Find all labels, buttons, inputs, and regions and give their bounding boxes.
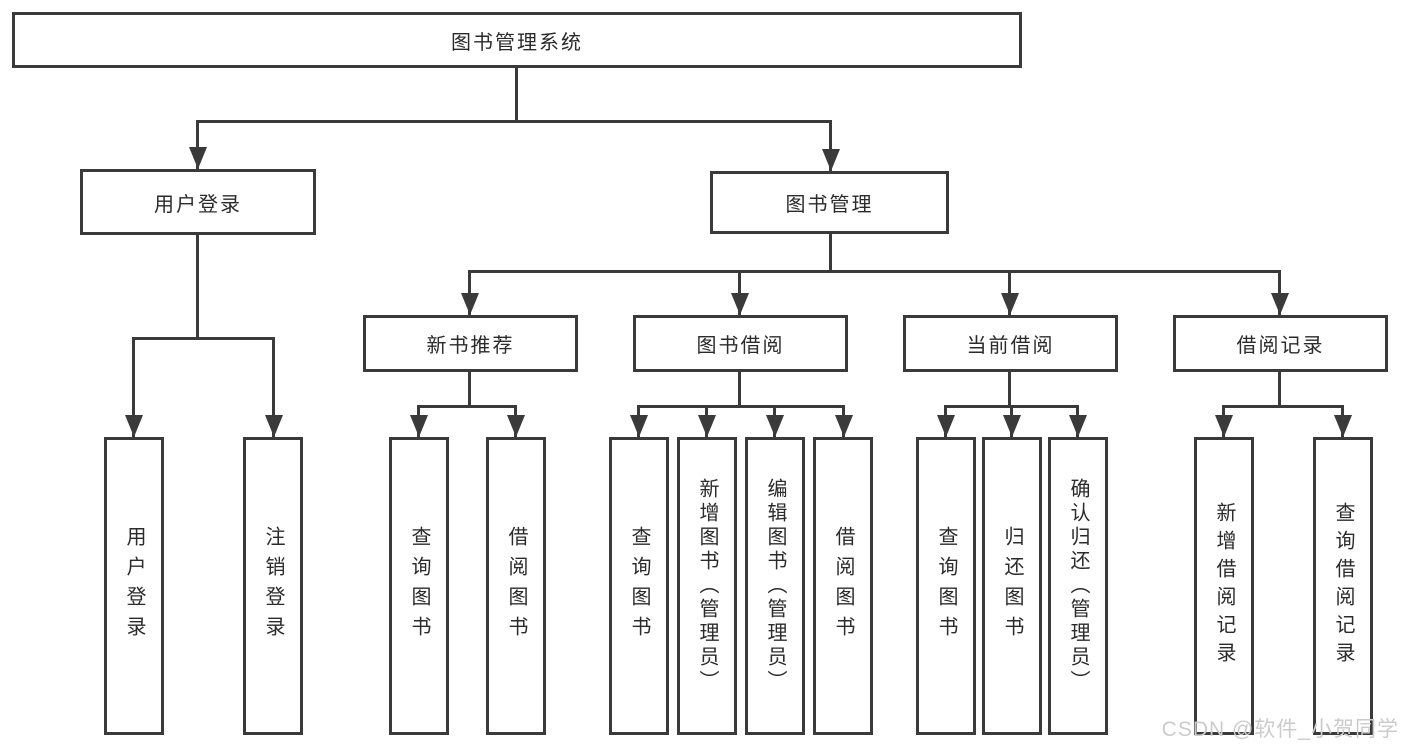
- node-label: 查询借阅记录: [1332, 502, 1354, 670]
- leaf-query-borrow-record: 查询借阅记录: [1313, 437, 1373, 735]
- arrowhead-down-icon: [821, 120, 840, 171]
- node-label: 确认归还（管理员）: [1067, 478, 1089, 694]
- arrowhead-down-icon: [765, 405, 784, 437]
- node-label: 用户登录: [123, 526, 145, 646]
- leaf-logout: 注销登录: [243, 437, 303, 735]
- node-book-borrowing: 图书借阅: [633, 315, 848, 372]
- arrowhead-down-icon: [506, 405, 525, 437]
- arrowhead-down-icon: [264, 337, 283, 437]
- connector-line: [738, 372, 741, 405]
- leaf-query-books: 查询图书: [609, 437, 669, 735]
- node-label: 编辑图书（管理员）: [764, 478, 786, 694]
- node-book-management: 图书管理: [710, 171, 949, 234]
- connector-line: [1008, 372, 1011, 405]
- node-label: 注销登录: [262, 526, 284, 646]
- arrowhead-down-icon: [629, 405, 648, 437]
- arrowhead-down-icon: [697, 405, 716, 437]
- arrowhead-down-icon: [188, 120, 207, 169]
- node-label: 新增借阅记录: [1213, 502, 1235, 670]
- leaf-borrow-books: 借阅图书: [486, 437, 546, 735]
- connector-line: [829, 234, 832, 270]
- connector-line: [637, 405, 844, 408]
- node-borrowing-records: 借阅记录: [1173, 315, 1388, 372]
- node-label: 当前借阅: [966, 335, 1055, 357]
- node-label: 归还图书: [1001, 526, 1023, 646]
- arrowhead-down-icon: [834, 405, 853, 437]
- leaf-query-books: 查询图书: [389, 437, 449, 735]
- arrowhead-down-icon: [936, 405, 955, 437]
- arrowhead-down-icon: [1270, 270, 1289, 315]
- arrowhead-down-icon: [124, 337, 143, 437]
- arrowhead-down-icon: [1214, 405, 1233, 437]
- node-label: 新书推荐: [426, 335, 515, 357]
- node-label: 查询图书: [628, 526, 650, 646]
- node-label: 查询图书: [408, 526, 430, 646]
- arrowhead-down-icon: [1333, 405, 1352, 437]
- node-label: 借阅图书: [832, 526, 854, 646]
- connector-line: [515, 68, 518, 120]
- node-label: 用户登录: [154, 193, 242, 216]
- connector-line: [196, 120, 831, 123]
- node-label: 查询图书: [935, 526, 957, 646]
- arrowhead-down-icon: [460, 270, 479, 315]
- connector-line: [468, 372, 471, 405]
- arrowhead-down-icon: [1002, 405, 1021, 437]
- arrowhead-down-icon: [409, 405, 428, 437]
- node-user-login: 用户登录: [80, 169, 316, 235]
- leaf-query-books: 查询图书: [916, 437, 976, 735]
- node-label: 图书管理系统: [451, 31, 583, 54]
- leaf-borrow-books: 借阅图书: [813, 437, 873, 735]
- connector-line: [418, 405, 517, 408]
- connector-line: [132, 337, 274, 340]
- connector-line: [1222, 405, 1344, 408]
- leaf-edit-books-admin: 编辑图书（管理员）: [745, 437, 805, 735]
- node-new-book-recommendation: 新书推荐: [363, 315, 578, 372]
- node-label: 图书管理: [785, 194, 874, 216]
- leaf-confirm-return-admin: 确认归还（管理员）: [1048, 437, 1108, 735]
- node-current-borrowing: 当前借阅: [903, 315, 1118, 372]
- connector-line: [1278, 372, 1281, 405]
- leaf-add-borrow-record: 新增借阅记录: [1194, 437, 1254, 735]
- arrowhead-down-icon: [1000, 270, 1019, 315]
- csdn-watermark: CSDN @软件_小贺同学: [1161, 718, 1399, 741]
- leaf-add-books-admin: 新增图书（管理员）: [677, 437, 737, 735]
- node-label: 借阅图书: [505, 526, 527, 646]
- leaf-return-books: 归还图书: [982, 437, 1042, 735]
- connector-line: [196, 235, 199, 337]
- connector-line: [469, 270, 1281, 273]
- arrowhead-down-icon: [1068, 405, 1087, 437]
- arrowhead-down-icon: [730, 270, 749, 315]
- node-label: 借阅记录: [1236, 335, 1325, 357]
- node-label: 图书借阅: [696, 335, 785, 357]
- node-label: 新增图书（管理员）: [696, 478, 718, 694]
- node-library-management-system: 图书管理系统: [12, 12, 1022, 68]
- leaf-user-login: 用户登录: [104, 437, 164, 735]
